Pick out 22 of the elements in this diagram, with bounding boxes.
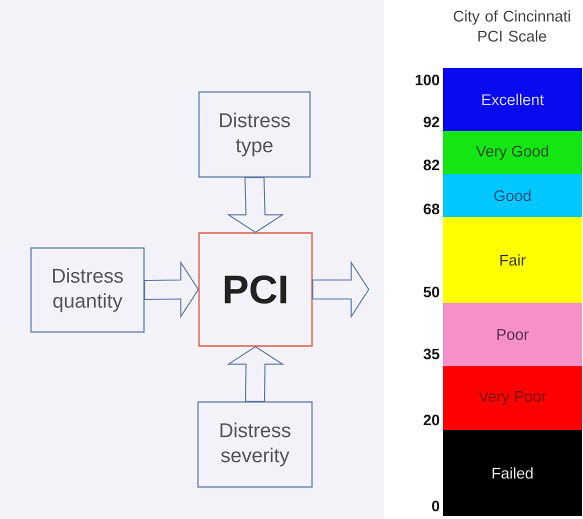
scale-band: Excellent: [443, 68, 582, 131]
scale-band: Very Poor: [443, 366, 582, 430]
input-box: Distress type: [198, 91, 311, 178]
tick-label: 50: [424, 286, 440, 298]
process-box: PCI: [198, 232, 313, 347]
block-arrow: [226, 177, 284, 233]
scale-band: Fair: [443, 217, 582, 303]
input-box: Distress quantity: [30, 247, 145, 333]
block-arrow: [226, 346, 284, 402]
tick-label: 92: [424, 116, 440, 128]
scale-band: Good: [443, 174, 582, 217]
tick-label: 20: [424, 414, 440, 426]
tick-label: 68: [424, 204, 440, 214]
scale-band: Poor: [443, 303, 582, 366]
input-box: Distress severity: [197, 401, 313, 488]
tick-label: 35: [423, 348, 440, 360]
block-arrow: [144, 260, 199, 318]
scale-band: Very Good: [443, 131, 582, 174]
scale-title: City of Cincinnati PCI Scale: [454, 10, 570, 42]
tick-label: 82: [424, 160, 440, 170]
scale-band: Failed: [443, 430, 582, 516]
block-arrow: [312, 260, 370, 318]
